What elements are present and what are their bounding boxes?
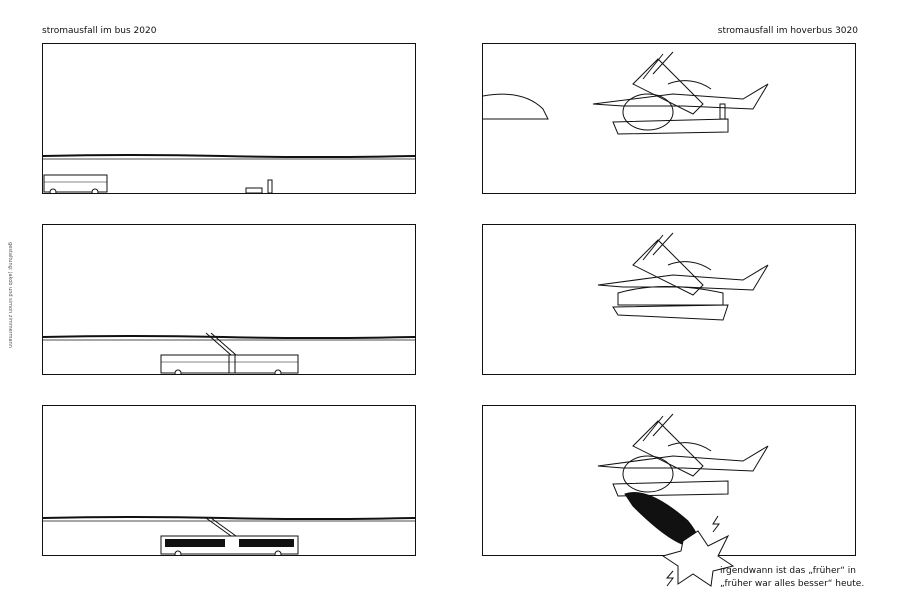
hoverbus-scene-drawing	[597, 232, 769, 321]
panel-hoverbus-1	[482, 43, 856, 194]
bus-scene-drawing	[43, 516, 415, 555]
left-column-title: stromausfall im bus 2020	[42, 26, 157, 36]
right-column-title: stromausfall im hoverbus 3020	[717, 26, 858, 36]
panel-bus-3	[42, 405, 416, 556]
bus-scene-drawing	[43, 154, 415, 193]
caption-line-2: „früher war alles besser“ heute.	[720, 579, 865, 589]
panel-bus-2	[42, 224, 416, 375]
panel-bus-1	[42, 43, 416, 194]
caption: irgendwann ist das „früher“ in „früher w…	[720, 565, 864, 591]
panel-hoverbus-3	[482, 405, 856, 587]
hoverbus-scene-drawing	[483, 51, 769, 135]
credit-text: gestaltung: jakob und simon zimmermann	[7, 242, 13, 348]
panel-hoverbus-2	[482, 224, 856, 375]
hoverbus-crash-drawing	[597, 413, 769, 587]
bus-scene-drawing	[43, 332, 415, 374]
caption-line-1: irgendwann ist das „früher“ in	[720, 566, 856, 576]
